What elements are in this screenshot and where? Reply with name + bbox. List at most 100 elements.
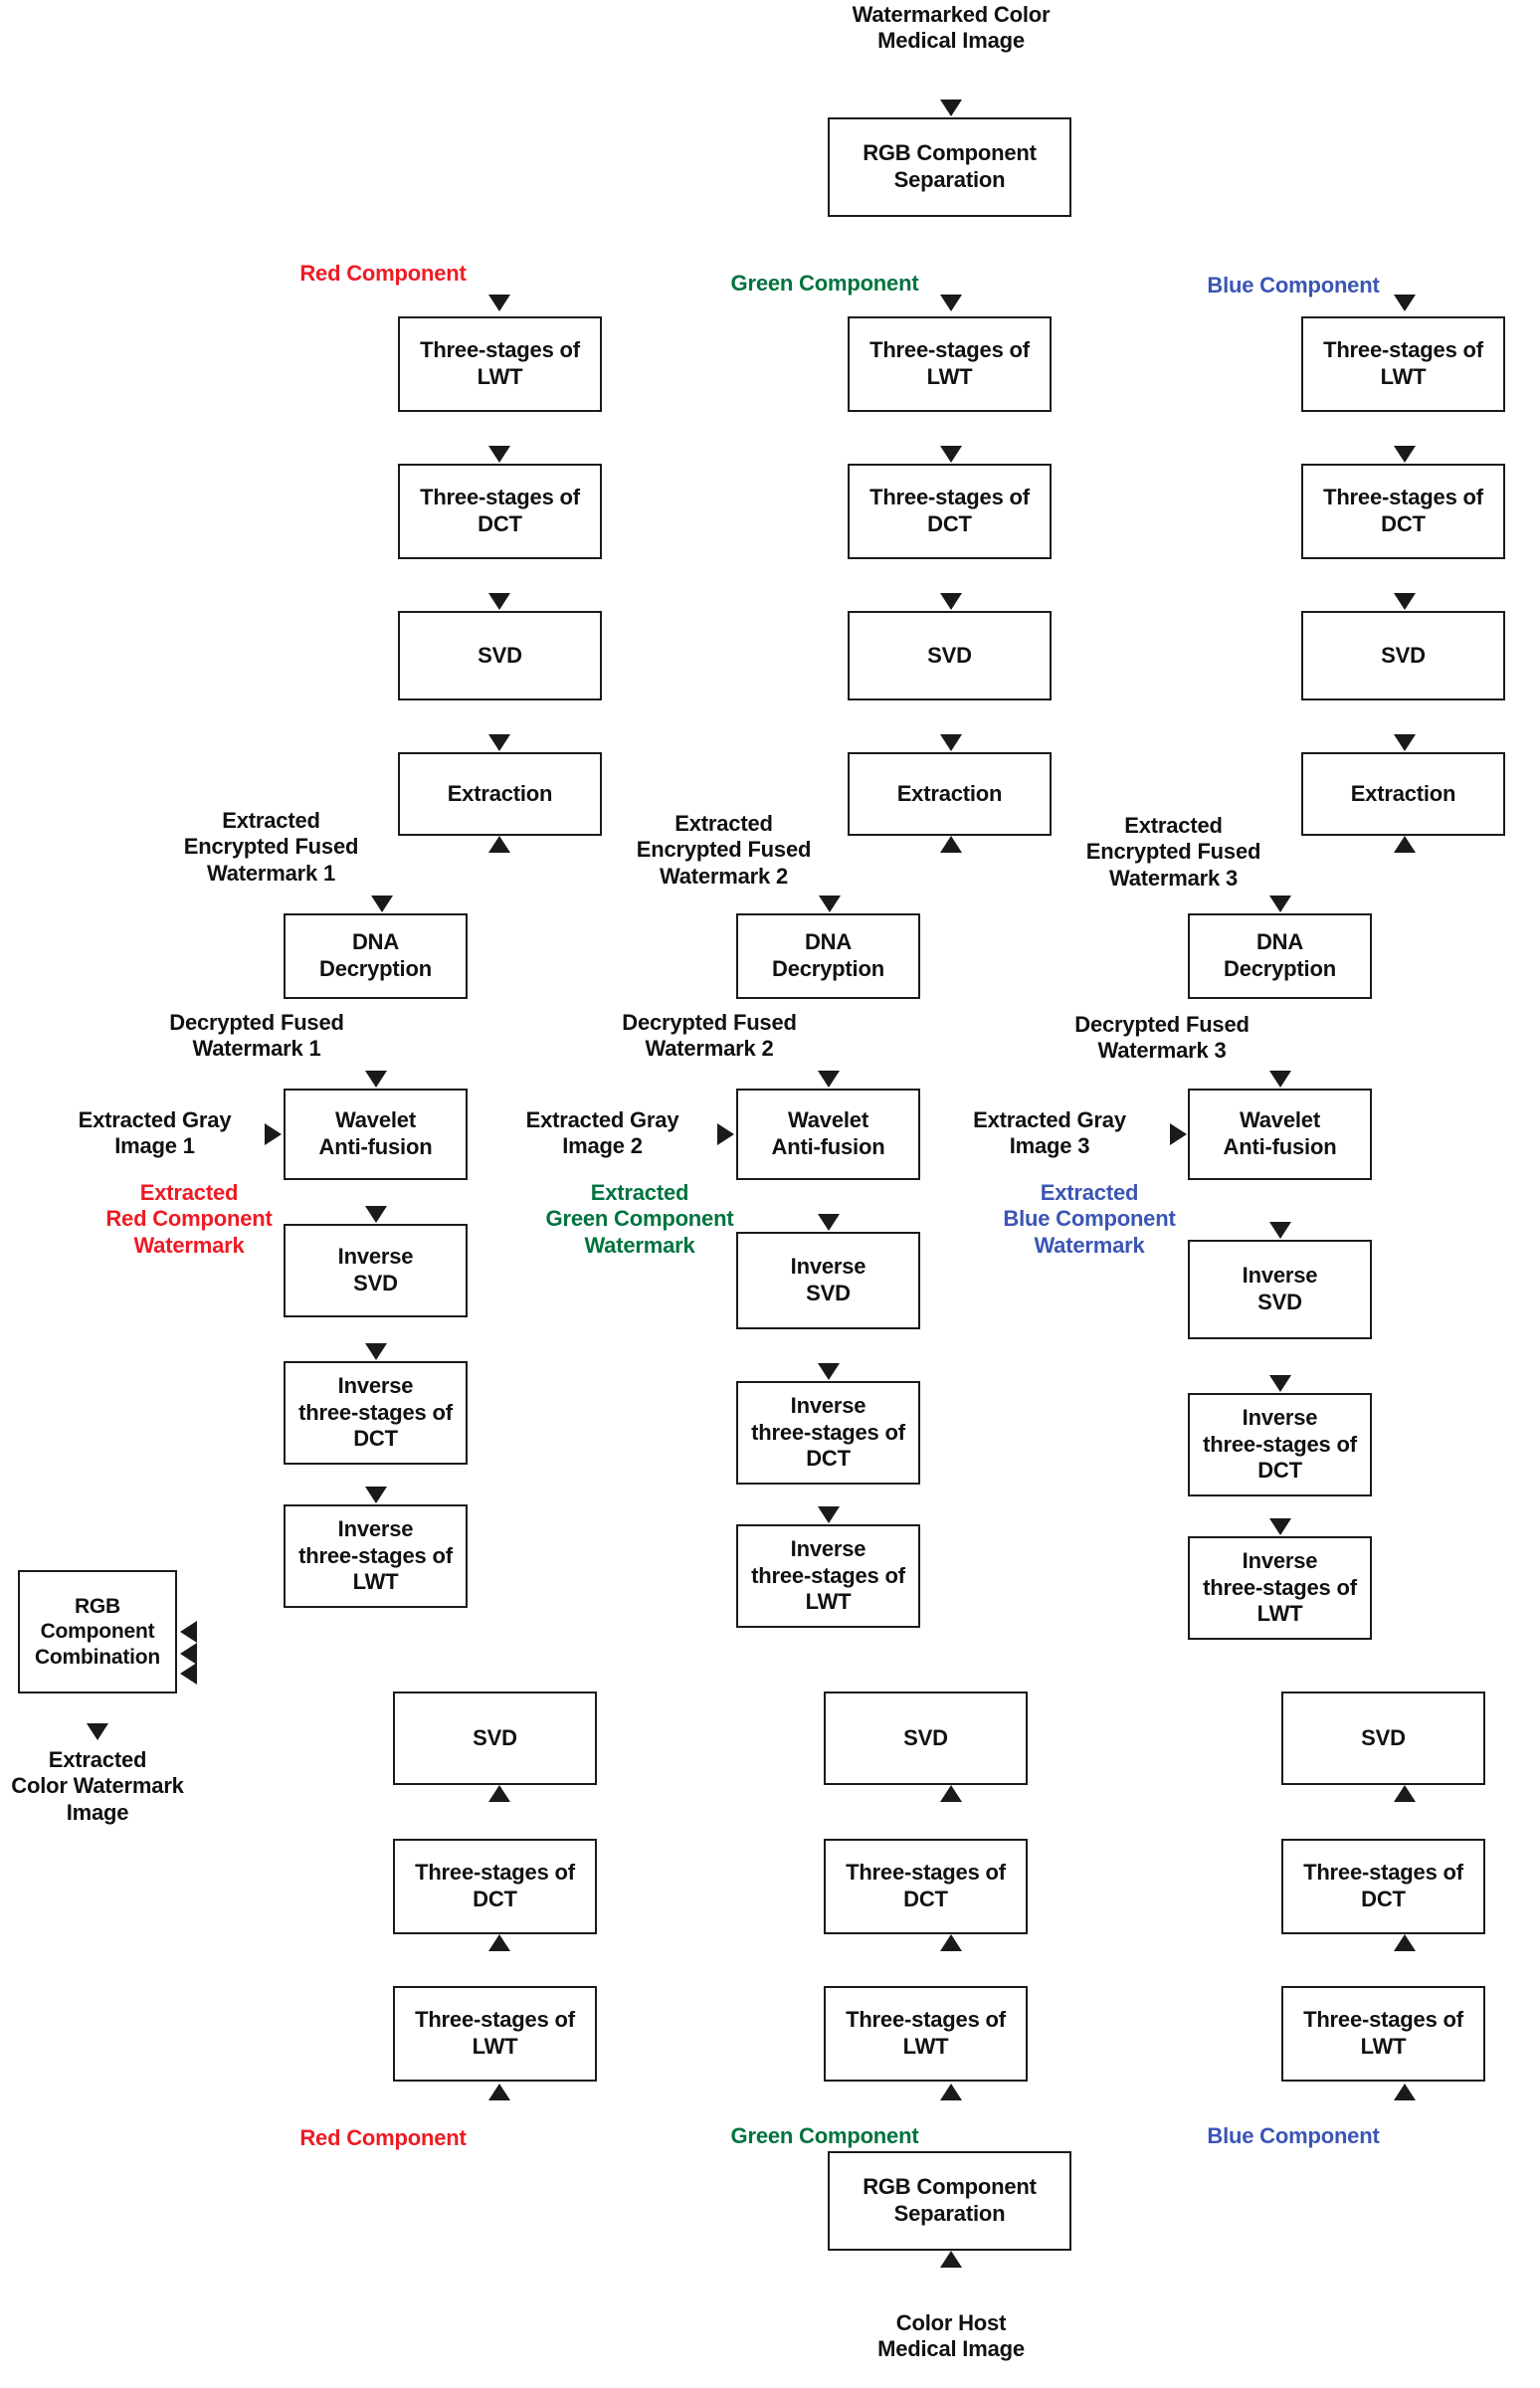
arrowhead-host-green-dct [940,1934,962,1951]
box-blue-inverse-lwt: Inverse three-stages of LWT [1188,1536,1372,1640]
connector-blue-isvd-idct [0,1467,3,1508]
box-blue-dna-decryption: DNA Decryption [1188,913,1372,999]
connector-blue-gray-in [0,1417,30,1420]
box-host-red-svd: SVD [393,1692,597,1785]
connector-green-svd-extraction [0,776,3,816]
arrowhead-green-svd-extraction [940,734,962,751]
connector-input-to-separation [0,0,3,44]
bus-blue-down-a [0,212,3,250]
arrowhead-blue-dna [1268,896,1291,912]
box-green-inverse-svd: Inverse SVD [736,1232,920,1329]
connector-green-gray-in [0,1002,30,1005]
connector-red-ilwt-to-combination-h [0,1560,179,1563]
box-red-dna-decryption: DNA Decryption [284,913,468,999]
arrowhead-host-red-lwt [487,2084,510,2100]
arrowhead-green-dct-svd [940,593,962,610]
connector-blue-idct-ilwt [0,1508,3,1536]
connector-blue-extraction-elbow-h [0,1231,25,1234]
arrowhead-blue-lwt-dct [1394,446,1416,463]
label-green-extracted-gray: Extracted Gray Image 2 [525,1107,679,1159]
box-blue-dct: Three-stages of DCT [1301,464,1505,559]
connector-red-idct-ilwt [0,669,3,696]
arrowhead-host-image-to-separation [940,2251,962,2268]
box-green-dna-decryption: DNA Decryption [736,913,920,999]
connector-blue-svd-extraction [0,1191,3,1231]
box-blue-extraction: Extraction [1301,752,1505,836]
box-host-blue-dct: Three-stages of DCT [1281,1839,1485,1934]
label-blue-extracted-gray: Extracted Gray Image 3 [973,1107,1126,1159]
connector-green-antifusion-isvd [0,1004,3,1044]
arrowhead-red-ilwt [365,1487,387,1503]
arrowhead-green-lwt-dct [940,446,962,463]
connector-blue-lwt-dct [0,1111,3,1151]
connector-red-svd-extraction [0,377,3,417]
box-green-dct: Three-stages of DCT [848,464,1052,559]
connector-red-dct-svd [0,337,3,377]
arrowhead-blue-antifusion [1269,1071,1291,1088]
box-green-svd: SVD [848,611,1052,700]
connector-blue-dct-svd [0,1151,3,1191]
connector-green-extraction-elbow-h [0,816,22,819]
connector-red-extraction-elbow-v [0,420,3,525]
bus-blue-down-b [0,252,3,298]
arrowhead-host-blue-dct [1394,1934,1416,1951]
arrowhead-combination-red [180,1621,197,1643]
connector-red-ilwt-to-combination-v [0,1536,3,1560]
box-green-inverse-dct: Inverse three-stages of DCT [736,1381,920,1485]
arrowhead-red-extraction-from-host [487,836,510,853]
arrowhead-host-green-lwt [940,2084,962,2100]
box-rgb-component-separation-top: RGB Component Separation [828,117,1071,217]
label-red-extracted-watermark: Extracted Red Component Watermark [105,1180,273,1258]
arrowhead-red-svd-extraction [487,734,510,751]
box-host-blue-svd: SVD [1281,1692,1485,1785]
bus-blue-horizontal [0,250,393,253]
arrowhead-green-gray-in [717,1123,734,1145]
arrowhead-blue-svd-extraction [1394,734,1416,751]
channel-label-blue-bottom: Blue Component [1207,2123,1380,2148]
arrowhead-host-green-svd [940,1785,962,1802]
arrowhead-green-ilwt [818,1506,840,1523]
box-host-red-lwt: Three-stages of LWT [393,1986,597,2082]
box-green-extraction: Extraction [848,752,1052,836]
connector-blue-antifusion-isvd [0,1419,3,1467]
arrowhead-host-red-svd [487,1785,510,1802]
connector-blue-ilwt-to-combination-v [0,1591,3,1625]
bus-red-horizontal [0,82,392,85]
arrowhead-green-dna [818,896,841,912]
label-blue-extracted-watermark: Extracted Blue Component Watermark [1003,1180,1176,1258]
connector-green-idct-ilwt [0,1084,3,1111]
arrowhead-host-blue-lwt [1394,2084,1416,2100]
box-red-inverse-svd: Inverse SVD [284,1224,468,1317]
label-blue-decrypted-fused: Decrypted Fused Watermark 3 [1074,1012,1250,1064]
channel-label-red-bottom: Red Component [299,2125,467,2150]
connector-green-dct-svd [0,736,3,776]
box-red-extraction: Extraction [398,752,602,836]
connector-green-dna-antifusion [0,924,3,1002]
arrowhead-combination-blue [180,1663,197,1685]
arrowhead-green-idct [818,1363,840,1380]
arrowhead-green-top [940,295,962,311]
box-blue-wavelet-antifusion: Wavelet Anti-fusion [1188,1089,1372,1180]
connector-green-isvd-idct [0,1044,3,1084]
box-blue-inverse-svd: Inverse SVD [1188,1240,1372,1339]
label-red-extracted-gray: Extracted Gray Image 1 [78,1107,232,1159]
box-host-green-svd: SVD [824,1692,1028,1785]
arrowhead-green-extraction-from-host [940,836,962,853]
channel-label-blue-top: Blue Component [1207,273,1380,298]
arrowhead-red-isvd [365,1206,387,1223]
arrowhead-red-dna [370,896,393,912]
box-red-dct: Three-stages of DCT [398,464,602,559]
arrowhead-red-idct [365,1343,387,1360]
connector-red-dna-antifusion [0,525,3,603]
label-green-extracted-watermark: Extracted Green Component Watermark [545,1180,734,1258]
label-blue-extracted-encrypted: Extracted Encrypted Fused Watermark 3 [1085,813,1261,891]
channel-label-green-top: Green Component [730,271,919,296]
arrowhead-blue-gray-in [1170,1123,1187,1145]
box-red-inverse-dct: Inverse three-stages of DCT [284,1361,468,1465]
connector-red-extraction-elbow-h [0,417,20,420]
box-host-blue-lwt: Three-stages of LWT [1281,1986,1485,2082]
arrowhead-red-gray-in [265,1123,282,1145]
box-blue-lwt: Three-stages of LWT [1301,316,1505,412]
connector-red-isvd-idct [0,637,3,669]
bus-red-down-a [0,44,3,82]
